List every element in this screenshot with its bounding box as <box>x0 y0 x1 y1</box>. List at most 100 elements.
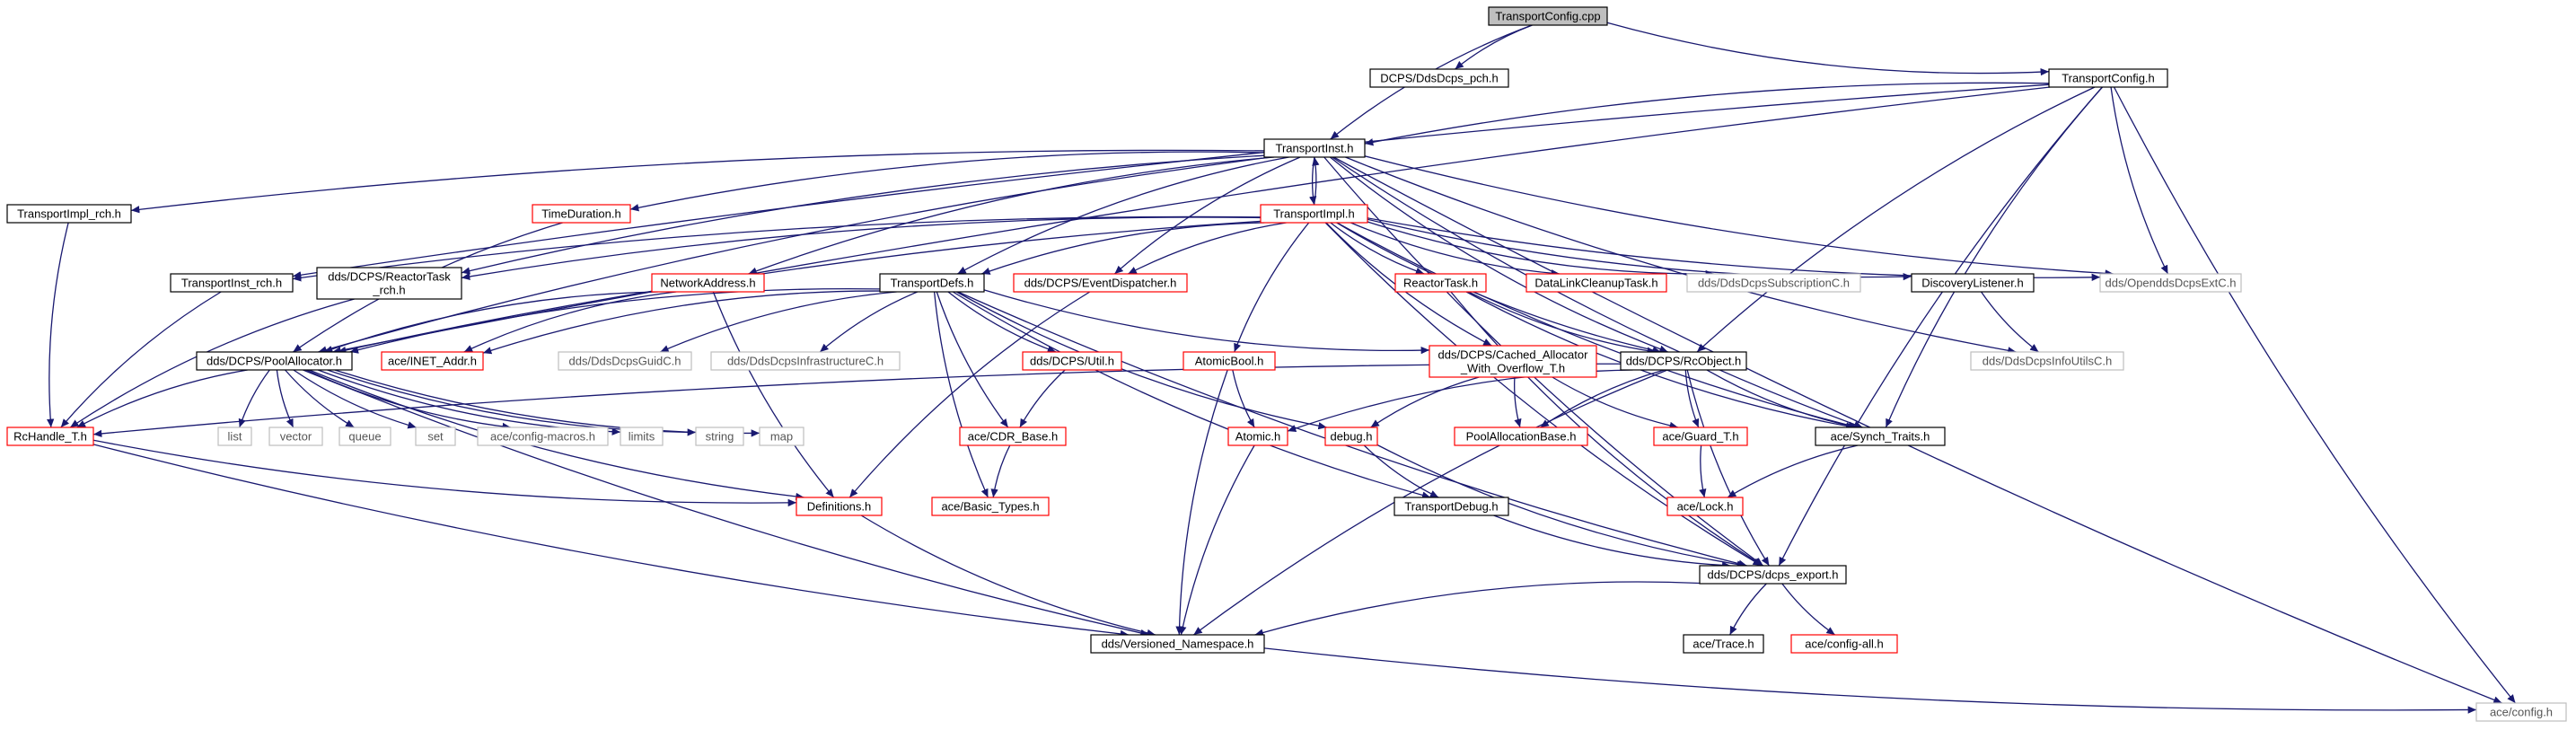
node-lock[interactable]: ace/Lock.h <box>1666 497 1744 516</box>
node-rcobj[interactable]: dds/DCPS/RcObject.h <box>1620 351 1747 371</box>
edge-evdisp-to-defs <box>848 291 1091 498</box>
edge-timpl-to-tinstrch <box>292 215 1262 282</box>
node-util[interactable]: dds/DCPS/Util.h <box>1022 351 1122 371</box>
node-box-tdefs <box>879 273 985 293</box>
edge-timpl-to-dlclean <box>1350 222 1561 277</box>
edge-tconf-to-acecfg <box>2113 86 2516 704</box>
node-pch[interactable]: DCPS/DdsDcps_pch.h <box>1369 68 1509 88</box>
node-label-infoutils: dds/DdsDcpsInfoUtilsC.h <box>1983 355 2113 368</box>
edge-atomicbool-to-versioned <box>1175 369 1228 636</box>
edge-tinst-to-poolalloc <box>318 156 1271 354</box>
edge-tinst-to-opendds <box>1364 155 2114 277</box>
node-tconf[interactable]: TransportConfig.h <box>2048 68 2168 88</box>
node-basic[interactable]: ace/Basic_Types.h <box>931 497 1050 516</box>
edge-cdr-to-basic <box>990 444 1011 498</box>
edge-rcobj-to-dcpsexp <box>1686 369 1770 567</box>
edge-timpl-to-reacttask <box>1330 222 1425 275</box>
node-reacttask[interactable]: ReactorTask.h <box>1394 273 1487 293</box>
node-box-inet <box>381 351 484 371</box>
node-acecfg[interactable]: ace/config.h <box>2475 702 2567 722</box>
node-reactrch[interactable]: dds/DCPS/ReactorTask_rch.h <box>316 267 462 300</box>
node-synch[interactable]: ace/Synch_Traits.h <box>1815 427 1946 446</box>
node-label-inet: ace/INET_Addr.h <box>388 355 477 368</box>
node-box-basic <box>931 497 1050 516</box>
node-disclis[interactable]: DiscoveryListener.h <box>1911 273 2035 293</box>
edge-tdefs-to-debug <box>955 291 1327 430</box>
node-label-queue: queue <box>348 430 381 444</box>
node-atomicbool[interactable]: AtomicBool.h <box>1182 351 1276 371</box>
node-timpl[interactable]: TransportImpl.h <box>1260 204 1368 224</box>
node-label-debug: debug.h <box>1331 430 1373 444</box>
edge-rcobj-to-guard <box>1684 369 1700 428</box>
node-trace[interactable]: ace/Trace.h <box>1683 634 1764 654</box>
node-tinst[interactable]: TransportInst.h <box>1263 138 1366 158</box>
edge-tinst-to-timpl <box>1309 156 1317 206</box>
node-tdebug[interactable]: TransportDebug.h <box>1394 497 1509 516</box>
node-box-synch <box>1815 427 1946 446</box>
node-atomic[interactable]: Atomic.h <box>1227 427 1288 446</box>
node-tdefs[interactable]: TransportDefs.h <box>879 273 985 293</box>
node-opendds[interactable]: dds/OpenddsDcpsExtC.h <box>2099 273 2242 293</box>
node-queue[interactable]: queue <box>338 427 391 446</box>
node-poolalloc[interactable]: dds/DCPS/PoolAllocator.h <box>196 351 353 371</box>
node-rchandle[interactable]: RcHandle_T.h <box>6 427 94 446</box>
node-guidc[interactable]: dds/DdsDcpsGuidC.h <box>558 351 692 371</box>
node-map[interactable]: map <box>759 427 804 446</box>
edge-tinst-to-rcobj <box>1329 156 1668 353</box>
node-root[interactable]: TransportConfig.cpp <box>1488 6 1608 26</box>
node-box-tconf <box>2048 68 2168 88</box>
edge-rcobj-to-synch <box>1706 369 1858 430</box>
node-dlclean[interactable]: DataLinkCleanupTask.h <box>1525 273 1667 293</box>
node-list[interactable]: list <box>217 427 252 446</box>
node-box-limits <box>620 427 664 446</box>
node-versioned[interactable]: dds/Versioned_Namespace.h <box>1090 634 1265 654</box>
edge-debug-to-dcpsexp <box>1376 444 1746 568</box>
node-cfgall[interactable]: ace/config-all.h <box>1790 634 1898 654</box>
node-label-tdefs: TransportDefs.h <box>891 277 974 290</box>
node-label-netaddr: NetworkAddress.h <box>660 277 755 290</box>
edge-dcpsexp-to-versioned <box>1254 581 1701 637</box>
edge-atomic-to-versioned <box>1179 444 1255 636</box>
edge-timpl-to-disclis <box>1367 218 1912 281</box>
node-guard[interactable]: ace/Guard_T.h <box>1653 427 1748 446</box>
node-label-vector: vector <box>280 430 312 444</box>
node-subsc[interactable]: dds/DdsDcpsSubscriptionC.h <box>1686 273 1861 293</box>
node-infra[interactable]: dds/DdsDcpsInfrastructureC.h <box>710 351 901 371</box>
edge-poolalloc-to-vector <box>276 369 295 428</box>
node-debug[interactable]: debug.h <box>1324 427 1378 446</box>
edge-tdefs-to-poolalloc <box>349 287 881 354</box>
node-limits[interactable]: limits <box>620 427 664 446</box>
node-set[interactable]: set <box>415 427 456 446</box>
node-inet[interactable]: ace/INET_Addr.h <box>381 351 484 371</box>
node-box-tinst <box>1263 138 1366 158</box>
edge-rcobj-to-versioned <box>1193 369 1668 636</box>
node-label-defs: Definitions.h <box>807 500 872 514</box>
node-poolbase[interactable]: PoolAllocationBase.h <box>1454 427 1588 446</box>
node-evdisp[interactable]: dds/DCPS/EventDispatcher.h <box>1013 273 1188 293</box>
node-label-evdisp: dds/DCPS/EventDispatcher.h <box>1024 277 1177 290</box>
node-timedur[interactable]: TimeDuration.h <box>532 204 631 224</box>
node-label-root: TransportConfig.cpp <box>1495 10 1600 23</box>
node-dcpsexp[interactable]: dds/DCPS/dcps_export.h <box>1699 565 1847 585</box>
node-cfgmac[interactable]: ace/config-macros.h <box>477 427 609 446</box>
node-netaddr[interactable]: NetworkAddress.h <box>651 273 765 293</box>
node-box-tdebug <box>1394 497 1509 516</box>
node-label-poolalloc: dds/DCPS/PoolAllocator.h <box>207 355 342 368</box>
node-label-cfgall: ace/config-all.h <box>1805 638 1883 651</box>
node-box-atomic <box>1227 427 1288 446</box>
node-infoutils[interactable]: dds/DdsDcpsInfoUtilsC.h <box>1970 351 2124 371</box>
node-tinstrch[interactable]: TransportInst_rch.h <box>170 273 294 293</box>
node-label-guard: ace/Guard_T.h <box>1662 430 1738 444</box>
node-defs[interactable]: Definitions.h <box>796 497 883 516</box>
node-cached[interactable]: dds/DCPS/Cached_Allocator_With_Overflow_… <box>1429 345 1597 378</box>
edge-timplrch-to-rchandle <box>47 222 69 428</box>
node-box-queue <box>338 427 391 446</box>
edge-rchandle-to-defs <box>92 439 797 507</box>
node-string[interactable]: string <box>695 427 744 446</box>
node-label-atomic: Atomic.h <box>1235 430 1281 444</box>
node-vector[interactable]: vector <box>268 427 323 446</box>
node-cdr[interactable]: ace/CDR_Base.h <box>959 427 1067 446</box>
node-timplrch[interactable]: TransportImpl_rch.h <box>6 204 132 224</box>
